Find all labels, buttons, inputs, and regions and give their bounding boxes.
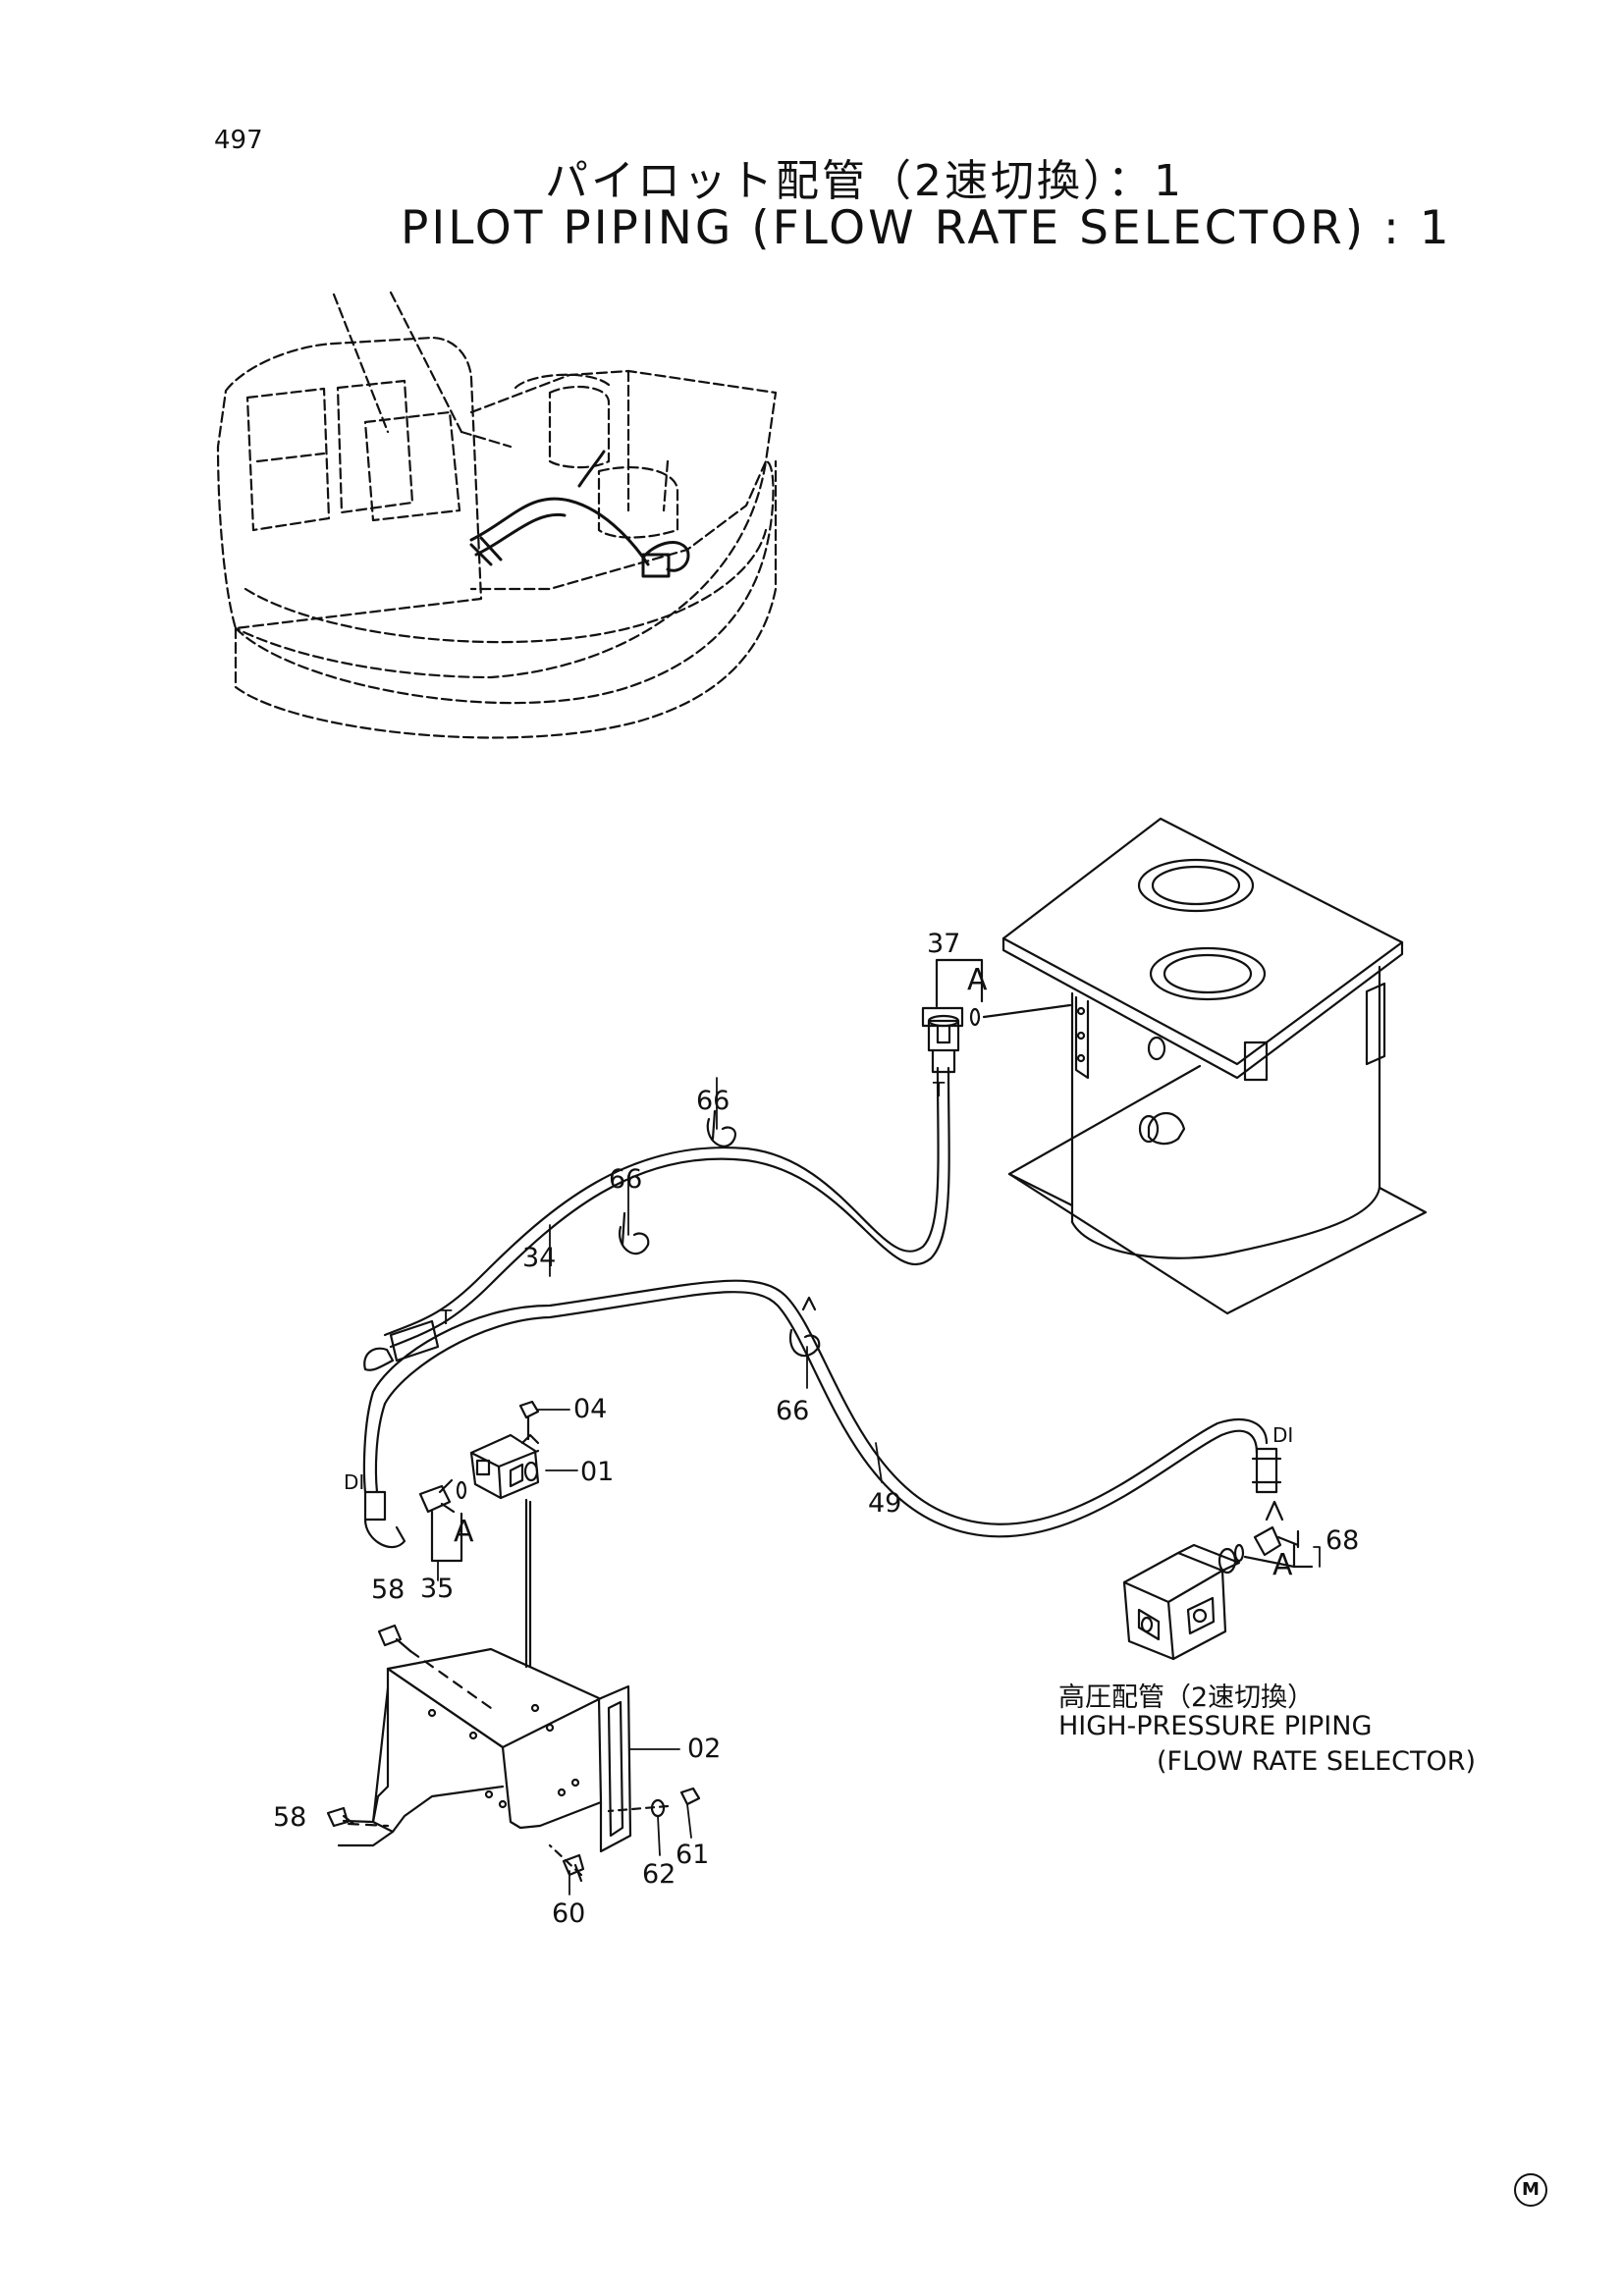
callout-34: 34 (522, 1243, 557, 1273)
page-title-english: PILOT PIPING (FLOW RATE SELECTOR) : 1 (401, 201, 1452, 255)
callout-58-lower: 58 (273, 1802, 307, 1833)
fasteners (326, 1624, 701, 1883)
view-marker-a-tank: A (967, 963, 988, 997)
pilot-hose-49 (362, 1279, 1269, 1538)
page-number: 497 (214, 126, 263, 155)
callout-66-upper: 66 (696, 1086, 730, 1116)
callout-66-lower: 66 (776, 1396, 810, 1426)
callout-66-middle: 66 (609, 1164, 643, 1195)
callout-01: 01 (580, 1457, 615, 1487)
hose-clamps (618, 1109, 821, 1358)
note-japanese: 高圧配管（2速切換） (1058, 1682, 1315, 1713)
circled-m-mark: M (1514, 2173, 1547, 2207)
solenoid-valve-01 (469, 1400, 540, 1669)
callout-68: 68 (1325, 1525, 1360, 1556)
callout-58-upper: 58 (371, 1575, 406, 1605)
callout-04: 04 (573, 1394, 608, 1424)
callout-62: 62 (642, 1859, 676, 1890)
hose-fittings (363, 1014, 1282, 1548)
leader-lines (437, 1077, 1321, 1896)
pilot-hose-34 (383, 1066, 950, 1349)
hydraulic-tank-illustration (1001, 817, 1428, 1315)
port-label-di-pump: DI (1272, 1423, 1294, 1447)
page-title-japanese: パイロット配管（2速切換）：1 (545, 156, 1184, 206)
pump-and-elbow-68 (1122, 1500, 1314, 1661)
tee-fitting-35 (418, 1478, 467, 1563)
callout-60: 60 (552, 1898, 586, 1929)
bracket-02 (337, 1647, 632, 1853)
note-english-line1: HIGH-PRESSURE PIPING (1058, 1711, 1373, 1741)
view-marker-a-pump: A (1272, 1548, 1293, 1582)
callout-49: 49 (868, 1488, 902, 1519)
view-marker-a-valve: A (454, 1515, 474, 1549)
callout-02: 02 (687, 1734, 722, 1764)
tee-fitting-37 (921, 958, 1072, 1044)
overview-hose-highlight (469, 450, 690, 578)
excavator-overview-illustration (216, 291, 778, 739)
callout-35: 35 (420, 1574, 455, 1604)
callout-37: 37 (927, 929, 961, 959)
port-label-t-valve: T (440, 1306, 453, 1329)
port-label-di-valve: DI (344, 1470, 365, 1494)
callout-61: 61 (676, 1840, 710, 1870)
port-label-t-tank: T (933, 1078, 946, 1101)
note-english-line2: (FLOW RATE SELECTOR) (1157, 1746, 1477, 1777)
